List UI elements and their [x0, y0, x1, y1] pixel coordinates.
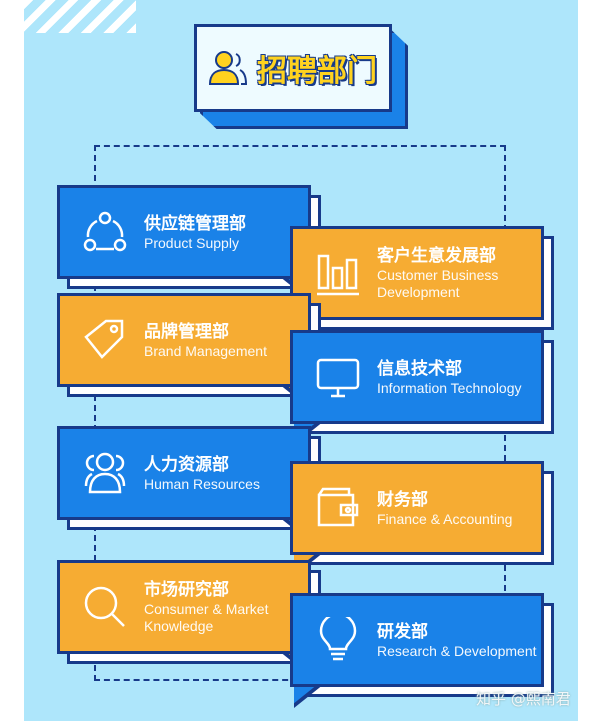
- department-name-cn: 信息技术部: [377, 358, 462, 379]
- department-card: 品牌管理部 Brand Management: [57, 293, 321, 408]
- card-body: 信息技术部 Information Technology: [290, 330, 544, 424]
- department-name-cn: 供应链管理部: [144, 213, 246, 234]
- card-body: 供应链管理部 Product Supply: [57, 185, 311, 279]
- department-name-cn: 市场研究部: [144, 580, 229, 600]
- lightbulb-icon: [319, 617, 357, 661]
- card-body: 品牌管理部 Brand Management: [57, 293, 311, 387]
- card-body: 客户生意发展部 Customer Business Development: [290, 226, 544, 320]
- department-name-en: Product Supply: [144, 234, 239, 251]
- department-card: 信息技术部 Information Technology: [290, 330, 554, 445]
- department-name-cn: 客户生意发展部: [377, 246, 496, 266]
- card-body: 人力资源部 Human Resources: [57, 426, 311, 520]
- watermark: 知乎 @熙南君: [476, 690, 571, 708]
- card-body: 市场研究部 Consumer & Market Knowledge: [57, 560, 311, 654]
- card-text: 客户生意发展部 Customer Business Development: [377, 245, 541, 301]
- department-card: 研发部 Research & Development: [290, 593, 554, 708]
- card-text: 信息技术部 Information Technology: [377, 358, 522, 397]
- department-name-en: Consumer & Market Knowledge: [144, 601, 269, 634]
- department-card: 人力资源部 Human Resources: [57, 426, 321, 541]
- card-body: 财务部 Finance & Accounting: [290, 461, 544, 555]
- department-name-cn: 研发部: [377, 621, 428, 642]
- department-name-en: Finance & Accounting: [377, 510, 513, 527]
- card-text: 研发部 Research & Development: [377, 621, 537, 660]
- tag-icon: [84, 319, 124, 359]
- department-name-en: Information Technology: [377, 379, 522, 396]
- department-name-cn: 人力资源部: [144, 454, 229, 475]
- people-icon: [84, 452, 126, 494]
- department-name-en: Customer Business Development: [377, 267, 499, 300]
- card-body: 研发部 Research & Development: [290, 593, 544, 687]
- card-text: 品牌管理部 Brand Management: [144, 321, 267, 360]
- card-text: 市场研究部 Consumer & Market Knowledge: [144, 579, 308, 635]
- department-name-en: Research & Development: [377, 642, 537, 659]
- monitor-icon: [316, 358, 360, 398]
- department-name-cn: 品牌管理部: [144, 321, 229, 342]
- bar-chart-icon: [317, 254, 359, 296]
- users-icon: [209, 51, 248, 85]
- department-card: 财务部 Finance & Accounting: [290, 461, 554, 576]
- department-card: 市场研究部 Consumer & Market Knowledge: [57, 560, 321, 675]
- department-card: 客户生意发展部 Customer Business Development: [290, 226, 554, 341]
- department-name-en: Human Resources: [144, 475, 260, 492]
- card-text: 财务部 Finance & Accounting: [377, 489, 512, 528]
- share-network-icon: [83, 211, 127, 252]
- department-name-en: Brand Management: [144, 342, 267, 359]
- page-title: 招聘部门: [257, 54, 377, 89]
- wallet-icon: [317, 487, 359, 527]
- decorative-stripes: [24, 0, 136, 33]
- card-text: 人力资源部 Human Resources: [144, 454, 260, 493]
- search-icon: [84, 586, 125, 627]
- card-text: 供应链管理部 Product Supply: [144, 213, 246, 252]
- title-box: 招聘部门: [194, 24, 392, 112]
- department-card: 供应链管理部 Product Supply: [57, 185, 321, 300]
- department-name-cn: 财务部: [377, 489, 428, 510]
